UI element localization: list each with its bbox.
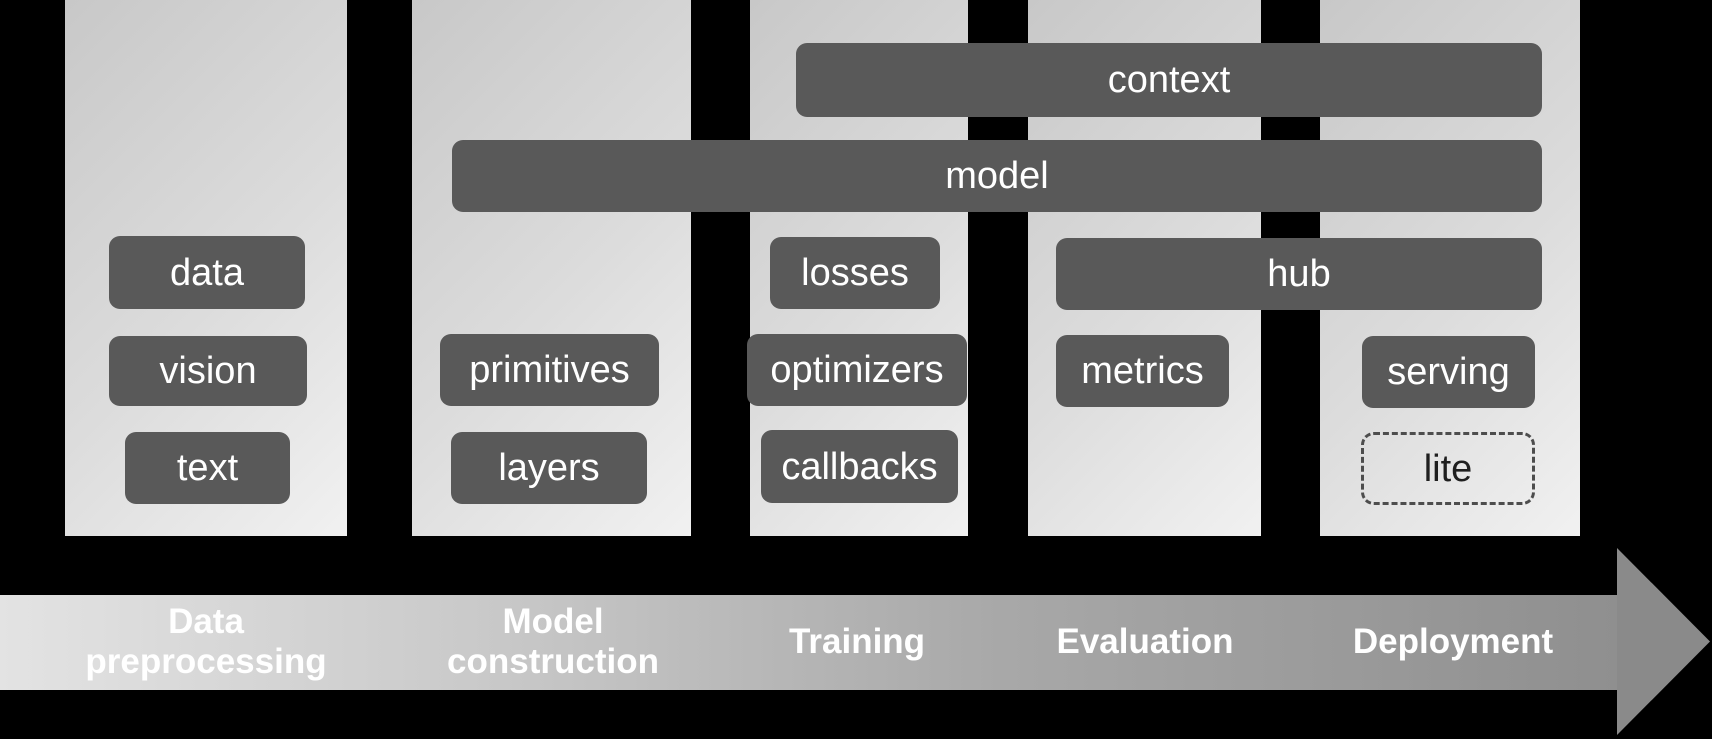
module-layers: layers — [451, 432, 647, 504]
module-callbacks: callbacks — [761, 430, 958, 503]
module-optimizers: optimizers — [747, 334, 967, 406]
pipeline-arrow-head-icon — [1617, 548, 1710, 735]
stage-label-deployment: Deployment — [1352, 622, 1554, 661]
module-data: data — [109, 236, 305, 309]
bar-hub: hub — [1056, 238, 1542, 310]
stage-label-evaluation: Evaluation — [1056, 622, 1234, 661]
module-metrics: metrics — [1056, 335, 1229, 407]
module-primitives: primitives — [440, 334, 659, 406]
module-serving: serving — [1362, 336, 1535, 408]
module-vision: vision — [109, 336, 307, 406]
module-losses: losses — [770, 237, 940, 309]
module-lite-dashed: lite — [1361, 432, 1535, 505]
bar-model: model — [452, 140, 1542, 212]
stage-label-training: Training — [788, 622, 926, 661]
bar-context: context — [796, 43, 1542, 117]
pipeline-arrow-body — [0, 595, 1617, 690]
stage-label-data-preprocessing: Data preprocessing — [85, 602, 327, 681]
module-text: text — [125, 432, 290, 504]
stage-label-model-construction: Model construction — [447, 602, 659, 681]
